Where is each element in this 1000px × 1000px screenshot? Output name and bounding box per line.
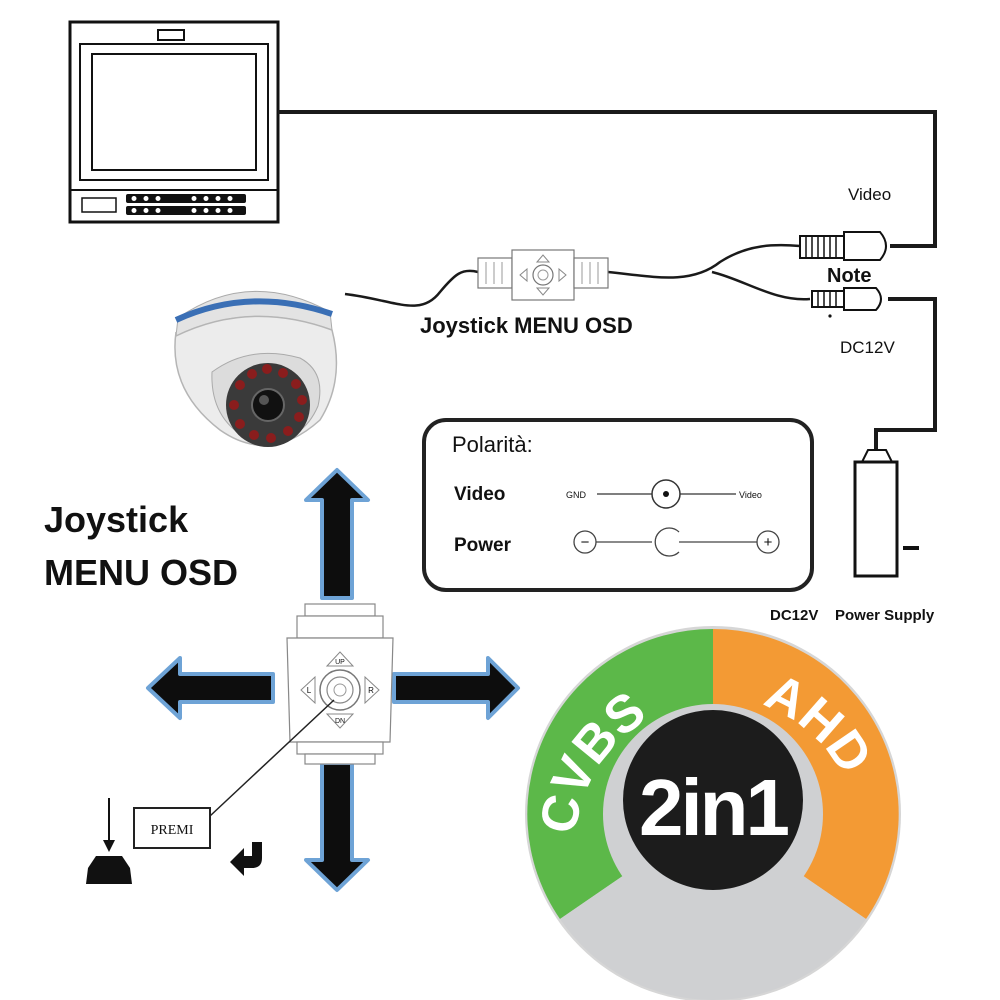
premi-box <box>133 807 211 849</box>
video-pin-label: Video <box>739 490 762 500</box>
power-polarity-symbol <box>573 527 780 557</box>
minus-symbol: − <box>581 534 590 551</box>
joystick-cable-label: Joystick MENU OSD <box>420 313 633 338</box>
down-arrow-icon <box>304 761 370 892</box>
video-cable <box>278 110 937 248</box>
joystick-down-label: DN <box>335 718 345 725</box>
joystick-cable <box>344 243 811 307</box>
monitor-icon <box>68 20 280 224</box>
joystick-title-line2: MENU OSD <box>44 552 238 593</box>
power-cable <box>874 297 937 455</box>
up-arrow-icon <box>304 468 370 600</box>
inline-joystick-module <box>477 249 609 301</box>
joystick-title-line1: Joystick <box>44 499 189 540</box>
return-arrow-icon <box>230 842 262 876</box>
video-rca-connector <box>799 231 887 261</box>
left-arrow-icon <box>146 656 275 720</box>
joystick-module <box>286 603 394 765</box>
note-label: Note <box>827 265 871 287</box>
dc-connector <box>811 287 882 318</box>
joystick-up-label: UP <box>335 659 345 666</box>
polarity-video-label: Video <box>454 484 505 505</box>
premi-leader-line <box>209 699 335 817</box>
polarity-power-label: Power <box>454 535 512 556</box>
plus-symbol: + <box>764 534 773 551</box>
press-down-icon <box>86 798 132 884</box>
video-cable-label: Video <box>848 185 891 204</box>
power-supply-icon <box>853 449 919 578</box>
gnd-label: GND <box>566 490 587 500</box>
joystick-right-label: R <box>368 686 374 695</box>
dome-camera-icon <box>174 291 338 447</box>
video-polarity-symbol <box>597 479 736 509</box>
polarity-title: Polarità: <box>452 432 533 457</box>
right-arrow-icon <box>392 656 520 720</box>
joystick-left-label: L <box>307 686 312 695</box>
dc12v-cable-label: DC12V <box>840 338 895 357</box>
polarity-panel <box>422 418 814 592</box>
power-supply-label: Power Supply <box>835 607 935 624</box>
badge-center-label: 2in1 <box>639 763 789 852</box>
power-supply-dc-label: DC12V <box>770 607 818 624</box>
cvbs-ahd-badge <box>525 626 901 1000</box>
premi-label: PREMI <box>151 823 194 838</box>
